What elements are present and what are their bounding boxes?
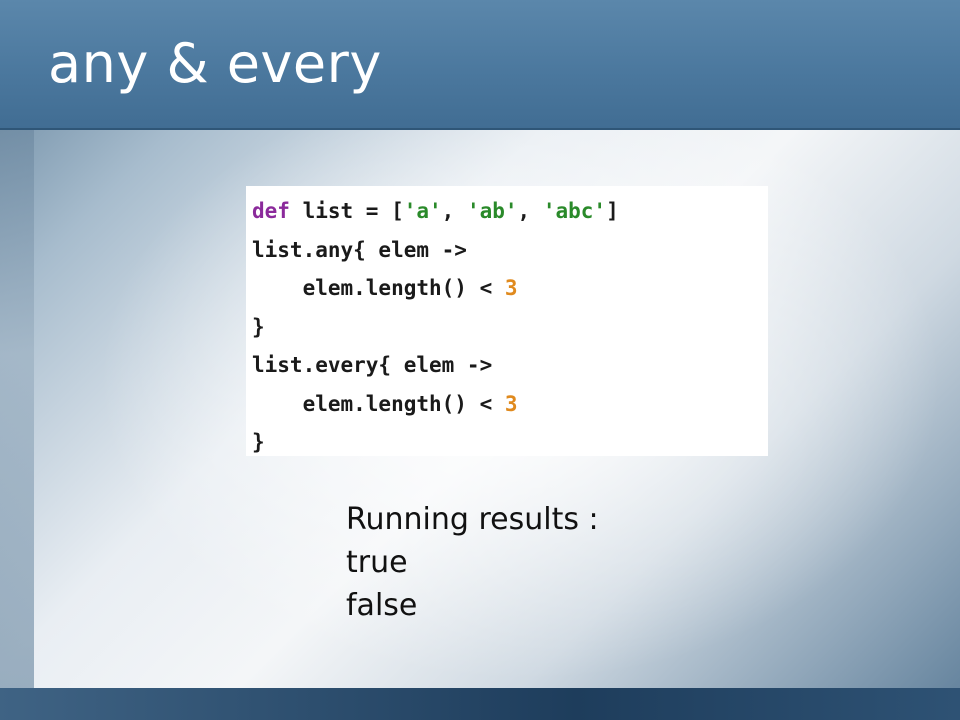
- code-line: }: [252, 308, 768, 347]
- result-any: true: [346, 545, 408, 580]
- left-frame: [0, 130, 34, 690]
- code-line: elem.length() < 3: [252, 269, 768, 308]
- code-line: list.any{ elem ->: [252, 231, 768, 270]
- results-block: Running results : true false: [346, 498, 599, 627]
- result-every: false: [346, 588, 418, 623]
- code-token: 3: [504, 276, 518, 300]
- code-line: elem.length() < 3: [252, 385, 768, 424]
- code-token: 'abc': [542, 199, 607, 223]
- slide-title: any & every: [48, 32, 382, 95]
- code-token: elem.length() <: [252, 391, 505, 416]
- code-token: list.any{ elem ->: [252, 237, 467, 262]
- code-token: 'a': [403, 199, 442, 223]
- code-token: ,: [517, 199, 543, 223]
- code-token: 'ab': [466, 199, 518, 223]
- bottom-frame: [0, 688, 960, 720]
- code-token: ,: [441, 199, 467, 223]
- code-token: ]: [606, 199, 619, 223]
- code-token: def: [252, 199, 290, 223]
- code-token: }: [252, 314, 265, 339]
- code-line: }: [252, 423, 768, 462]
- code-token: 3: [504, 391, 518, 416]
- code-line: def list = ['a', 'ab', 'abc']: [252, 192, 768, 231]
- code-token: list = [: [289, 199, 404, 223]
- code-token: list.every{ elem ->: [252, 353, 493, 377]
- code-token: }: [252, 430, 265, 454]
- results-heading: Running results :: [346, 502, 599, 537]
- code-token: elem.length() <: [252, 276, 505, 300]
- title-bar: any & every: [0, 0, 960, 130]
- code-line: list.every{ elem ->: [252, 346, 768, 385]
- code-panel: def list = ['a', 'ab', 'abc'] list.any{ e…: [246, 186, 768, 456]
